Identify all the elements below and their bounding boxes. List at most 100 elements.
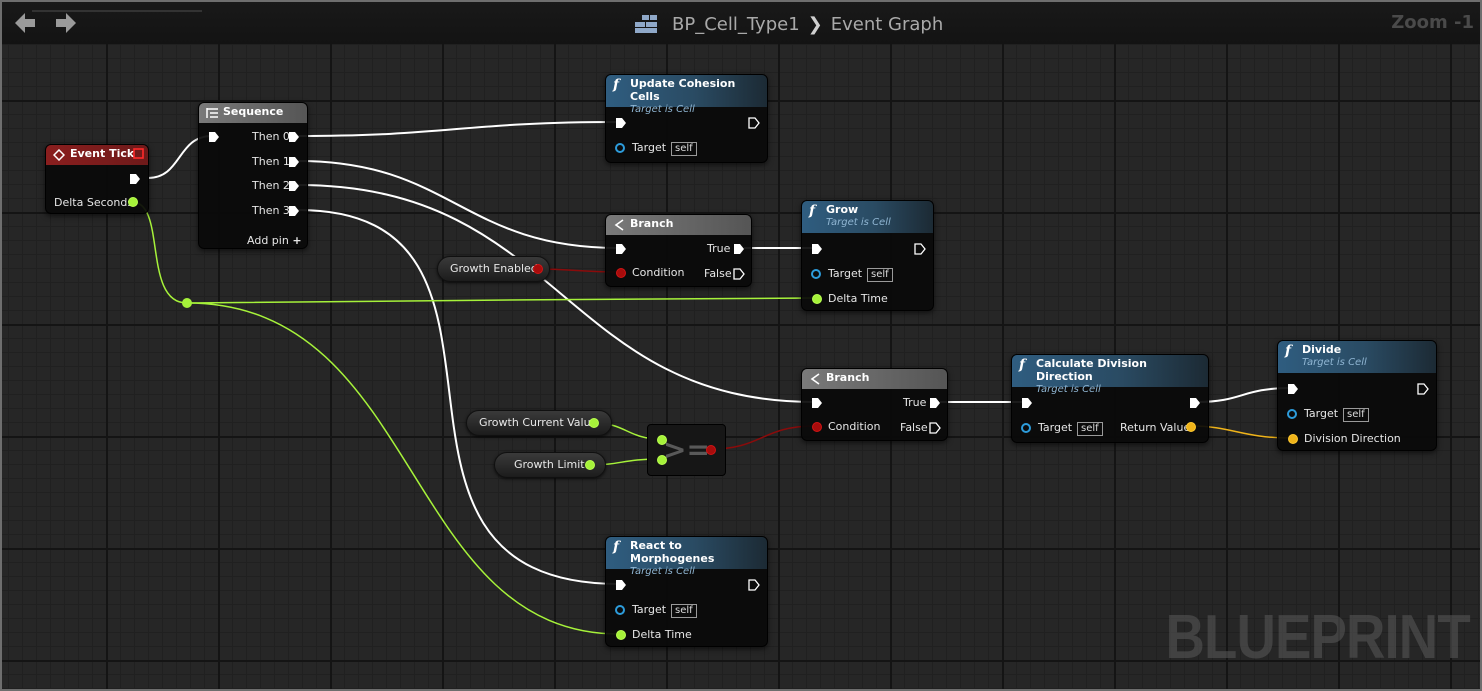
then-3-pin[interactable] bbox=[288, 205, 300, 217]
blueprint-watermark: BLUEPRINT bbox=[1165, 603, 1471, 672]
grow-header: f Grow Target is Cell bbox=[802, 201, 933, 233]
float-wire-delta-reroute bbox=[131, 201, 188, 304]
condition-pin[interactable] bbox=[812, 422, 822, 432]
branch-icon bbox=[810, 373, 820, 385]
false-pin[interactable] bbox=[929, 422, 941, 434]
branch-node-2[interactable]: Branch True Condition False bbox=[801, 368, 948, 441]
exec-out-pin[interactable] bbox=[129, 173, 141, 185]
target-pin[interactable] bbox=[1021, 423, 1031, 433]
reroute-knot bbox=[182, 298, 192, 308]
function-icon: f bbox=[613, 77, 620, 93]
calculate-division-direction-node[interactable]: f Calculate Division Direction Target is… bbox=[1011, 354, 1209, 443]
condition-label: Condition bbox=[632, 266, 685, 279]
branch-1-header: Branch bbox=[606, 215, 751, 235]
then-1-pin[interactable] bbox=[288, 156, 300, 168]
compare-input-a-pin[interactable] bbox=[657, 435, 667, 445]
exec-in-pin[interactable] bbox=[811, 243, 823, 255]
event-tick-title: Event Tick bbox=[70, 147, 135, 160]
add-pin-label: Add pin bbox=[247, 234, 289, 247]
then-1-label: Then 1 bbox=[252, 155, 290, 168]
exec-out-pin[interactable] bbox=[914, 243, 926, 255]
float-wire-reroute-react bbox=[186, 302, 620, 635]
exec-in-pin[interactable] bbox=[615, 243, 627, 255]
growth-current-value-variable[interactable]: Growth Current Value bbox=[466, 410, 612, 436]
return-value-pin[interactable] bbox=[1186, 422, 1196, 432]
true-pin[interactable] bbox=[733, 243, 745, 255]
growth-enabled-pin[interactable] bbox=[533, 264, 543, 274]
branch-icon bbox=[614, 219, 624, 231]
function-icon: f bbox=[1019, 357, 1026, 373]
target-pin[interactable] bbox=[811, 269, 821, 279]
growth-limit-variable[interactable]: Growth Limit bbox=[494, 452, 606, 478]
target-pin[interactable] bbox=[1287, 409, 1297, 419]
self-badge: self bbox=[1343, 408, 1369, 422]
sequence-header: Sequence bbox=[199, 103, 307, 123]
react-to-morphogenes-node[interactable]: f React to Morphogenes Target is Cell Ta… bbox=[605, 536, 768, 647]
division-direction-pin[interactable] bbox=[1288, 434, 1298, 444]
condition-pin[interactable] bbox=[616, 268, 626, 278]
update-cohesion-header: f Update Cohesion Cells Target is Cell bbox=[606, 75, 767, 115]
breadcrumb-graph[interactable]: Event Graph bbox=[830, 13, 944, 35]
zoom-level: Zoom -1 bbox=[1391, 12, 1474, 33]
exec-in-pin[interactable] bbox=[811, 397, 823, 409]
delta-time-pin[interactable] bbox=[812, 294, 822, 304]
true-pin[interactable] bbox=[929, 397, 941, 409]
growth-current-value-pin[interactable] bbox=[589, 418, 599, 428]
compare-input-b-pin[interactable] bbox=[657, 455, 667, 465]
exec-wire-then2-branch2 bbox=[297, 184, 816, 403]
chevron-right-icon: ❯ bbox=[807, 13, 823, 35]
exec-out-pin[interactable] bbox=[748, 117, 760, 129]
exec-in-pin[interactable] bbox=[1021, 397, 1033, 409]
greater-equal-compare-node[interactable]: >= bbox=[647, 424, 726, 476]
update-cohesion-subtitle: Target is Cell bbox=[630, 104, 695, 115]
then-0-pin[interactable] bbox=[288, 131, 300, 143]
delta-time-pin[interactable] bbox=[616, 630, 626, 640]
exec-out-pin[interactable] bbox=[1189, 397, 1201, 409]
float-wire-reroute-grow bbox=[186, 297, 816, 304]
function-icon: f bbox=[1285, 343, 1292, 359]
breadcrumb-blueprint[interactable]: BP_Cell_Type1 bbox=[672, 13, 800, 35]
exec-in-pin[interactable] bbox=[1287, 383, 1299, 395]
event-tick-node[interactable]: Event Tick Delta Seconds bbox=[45, 144, 149, 214]
update-cohesion-cells-node[interactable]: f Update Cohesion Cells Target is Cell T… bbox=[605, 74, 768, 163]
calc-division-header: f Calculate Division Direction Target is… bbox=[1012, 355, 1208, 395]
delegate-square-icon[interactable] bbox=[133, 148, 144, 159]
true-label: True bbox=[903, 396, 927, 409]
exec-out-pin[interactable] bbox=[748, 579, 760, 591]
growth-limit-pin[interactable] bbox=[585, 460, 595, 470]
sequence-node[interactable]: Sequence Then 0 Then 1 Then 2 Then 3 Add… bbox=[198, 102, 308, 249]
grow-title: Grow bbox=[826, 203, 859, 216]
exec-wire-then3-react bbox=[297, 209, 620, 585]
delta-time-label: Delta Time bbox=[828, 292, 888, 305]
update-cohesion-title: Update Cohesion Cells bbox=[630, 77, 736, 103]
react-subtitle: Target is Cell bbox=[630, 566, 695, 577]
exec-in-pin[interactable] bbox=[615, 117, 627, 129]
branch-1-title: Branch bbox=[630, 217, 674, 230]
forward-arrow-icon[interactable] bbox=[55, 11, 77, 35]
target-pin[interactable] bbox=[615, 143, 625, 153]
growth-limit-label: Growth Limit bbox=[514, 458, 585, 471]
exec-in-pin[interactable] bbox=[615, 579, 627, 591]
delta-seconds-pin[interactable] bbox=[128, 197, 138, 207]
compare-output-pin[interactable] bbox=[706, 445, 716, 455]
add-pin-button[interactable]: Add pin + bbox=[247, 234, 302, 247]
blueprint-class-icon bbox=[635, 15, 657, 33]
exec-out-pin[interactable] bbox=[1417, 383, 1429, 395]
sequence-title: Sequence bbox=[223, 105, 284, 118]
target-pin[interactable] bbox=[615, 605, 625, 615]
false-pin[interactable] bbox=[733, 268, 745, 280]
exec-in-pin[interactable] bbox=[208, 131, 220, 143]
then-3-label: Then 3 bbox=[252, 204, 290, 217]
branch-2-header: Branch bbox=[802, 369, 947, 389]
then-2-pin[interactable] bbox=[288, 180, 300, 192]
growth-enabled-variable[interactable]: Growth Enabled bbox=[437, 256, 550, 282]
branch-node-1[interactable]: Branch True Condition False bbox=[605, 214, 752, 287]
self-badge: self bbox=[671, 142, 697, 156]
back-arrow-icon[interactable] bbox=[14, 11, 36, 35]
